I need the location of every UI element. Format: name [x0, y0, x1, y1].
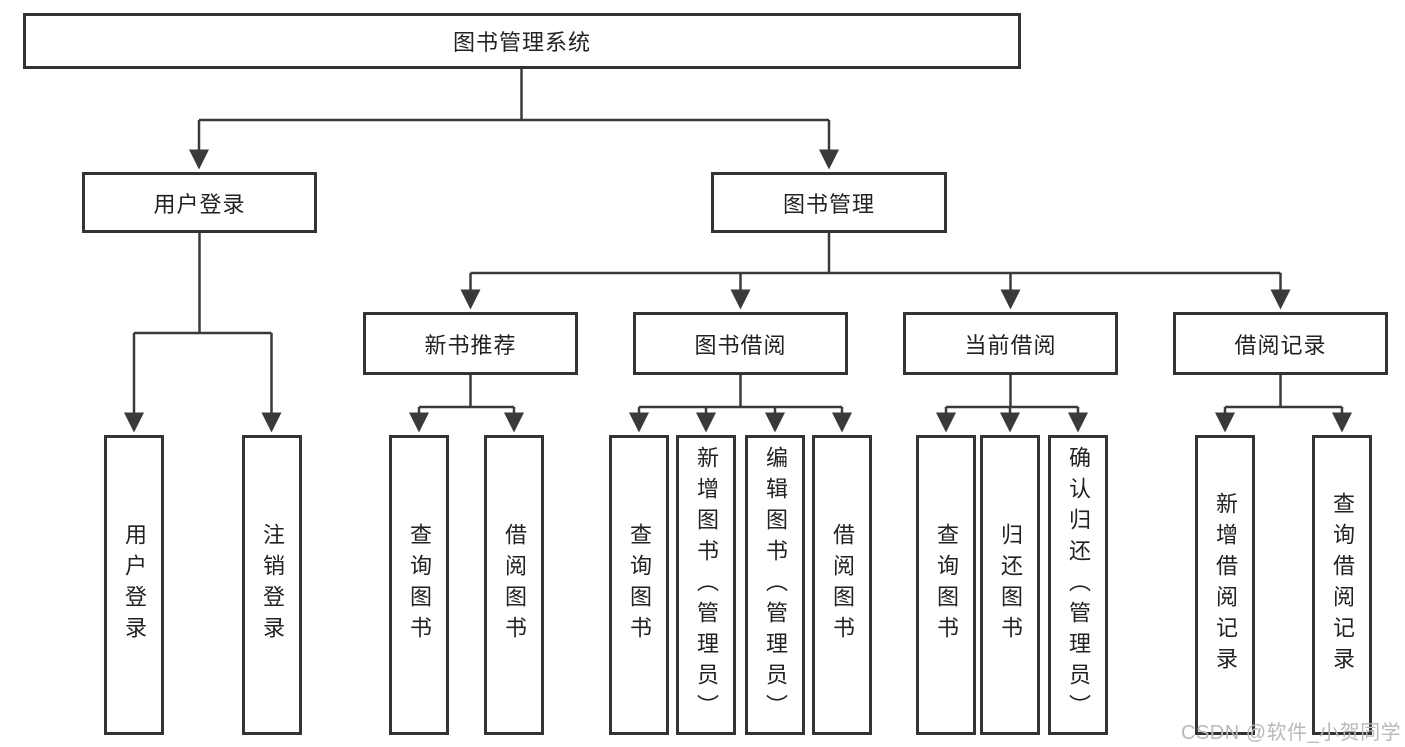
node-user-login-module: 用户登录	[82, 172, 317, 233]
leaf-borrow-books: 借阅图书	[812, 435, 872, 735]
csdn-watermark: CSDN @软件_小贺同学	[1181, 722, 1402, 744]
leaf-query-borrow-record: 查询借阅记录	[1312, 435, 1372, 735]
leaf-add-books-admin: 新增图书（管理员）	[676, 435, 736, 735]
leaf-logout: 注销登录	[242, 435, 302, 735]
leaf-add-borrow-record: 新增借阅记录	[1195, 435, 1255, 735]
leaf-query-books-borrow: 查询图书	[609, 435, 669, 735]
node-borrow-record: 借阅记录	[1173, 312, 1388, 375]
leaf-return-books: 归还图书	[980, 435, 1040, 735]
leaf-borrow-books-recommend: 借阅图书	[484, 435, 544, 735]
node-current-borrow: 当前借阅	[903, 312, 1118, 375]
leaf-query-books-current: 查询图书	[916, 435, 976, 735]
leaf-user-login: 用户登录	[104, 435, 164, 735]
node-book-management-module: 图书管理	[711, 172, 947, 233]
leaf-confirm-return-admin: 确认归还（管理员）	[1048, 435, 1108, 735]
node-book-borrow: 图书借阅	[633, 312, 848, 375]
leaf-query-books-recommend: 查询图书	[389, 435, 449, 735]
leaf-edit-books-admin: 编辑图书（管理员）	[745, 435, 805, 735]
node-new-book-recommend: 新书推荐	[363, 312, 578, 375]
node-root-system: 图书管理系统	[23, 13, 1021, 69]
